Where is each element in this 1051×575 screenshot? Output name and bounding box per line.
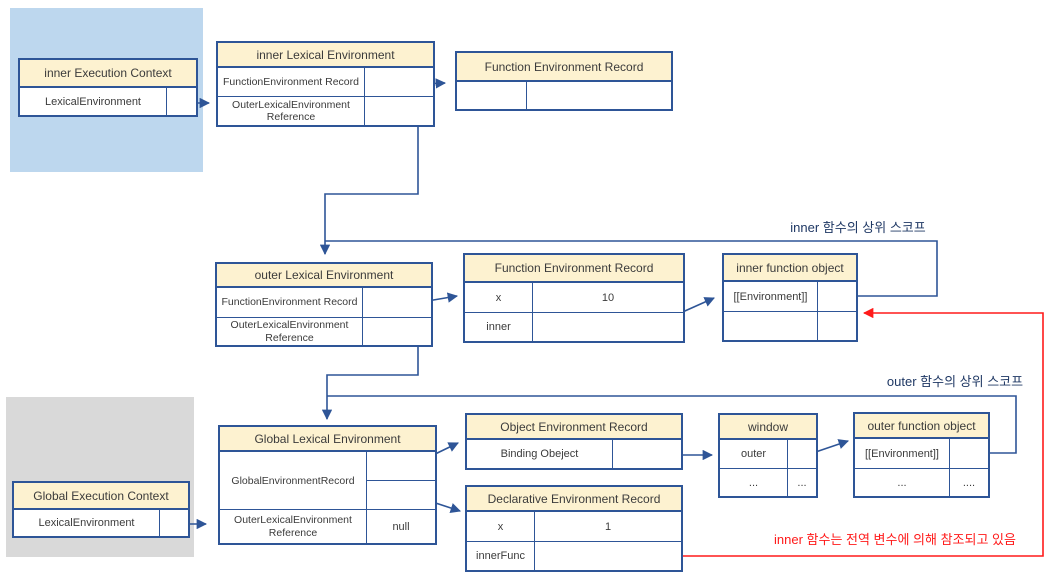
value-ellipsis: .... — [962, 476, 976, 489]
arrow-ile-outerref-to-ole — [319, 111, 419, 256]
value-ellipsis: ... — [797, 476, 807, 489]
table-title: Function Environment Record — [457, 53, 671, 82]
table-title: window — [720, 415, 816, 440]
table-title: outer Lexical Environment — [217, 264, 431, 288]
value-cell — [527, 82, 671, 109]
window-object-table: window outer ... ... — [718, 413, 818, 498]
outer-lexical-environment-table: outer Lexical Environment FunctionEnviro… — [215, 262, 433, 347]
table-title: Object Environment Record — [467, 415, 681, 440]
value-cell-declarative-record — [367, 481, 435, 509]
function-environment-record-inner-table: Function Environment Record — [455, 51, 673, 111]
value-null: null — [392, 520, 410, 533]
arrow-ole-outerref-to-gle — [321, 336, 419, 421]
field-x: x — [467, 512, 535, 541]
table-title: Global Lexical Environment — [220, 427, 435, 452]
declarative-environment-record-table: Declarative Environment Record x 1 inner… — [465, 485, 683, 572]
value-cell — [613, 440, 681, 468]
value-cell — [160, 510, 188, 536]
global-execution-context-table: Global Execution Context LexicalEnvironm… — [12, 481, 190, 538]
global-lexical-environment-table: Global Lexical Environment GlobalEnviron… — [218, 425, 437, 545]
field-outerlexicalenvironmentreference: OuterLexicalEnvironment Reference — [217, 318, 363, 345]
value-cell — [167, 88, 196, 115]
value-cell — [363, 288, 431, 317]
field-innerfunc: innerFunc — [467, 542, 535, 570]
table-title: Declarative Environment Record — [467, 487, 681, 512]
table-title: inner Lexical Environment — [218, 43, 433, 68]
inner-lexical-environment-table: inner Lexical Environment FunctionEnviro… — [216, 41, 435, 127]
value-cell — [365, 97, 433, 125]
value-x: 10 — [601, 291, 615, 304]
inner-function-object-table: inner function object [[Environment]] — [722, 253, 858, 342]
value-cell — [818, 312, 856, 340]
inner-scope-annotation: inner 함수의 상위 스코프 — [790, 220, 926, 235]
field-globalenvironmentrecord: GlobalEnvironmentRecord — [220, 452, 367, 509]
inner-execution-context-table: inner Execution Context LexicalEnvironme… — [18, 58, 198, 117]
field-x: x — [465, 283, 533, 312]
value-cell — [365, 68, 433, 96]
value-x: 1 — [604, 520, 612, 533]
value-cell-object-record — [367, 452, 435, 481]
field-outerlexicalenvironmentreference: OuterLexicalEnvironment Reference — [218, 97, 365, 125]
object-environment-record-table: Object Environment Record Binding Obejec… — [465, 413, 683, 470]
table-title: inner Execution Context — [20, 60, 196, 88]
field-ellipsis: ... — [720, 469, 788, 496]
field-environment-slot: [[Environment]] — [724, 282, 818, 311]
table-title: inner function object — [724, 255, 856, 282]
field-functionenvironmentrecord: FunctionEnvironment Record — [218, 68, 365, 96]
value-cell — [363, 318, 431, 345]
field-ellipsis: ... — [855, 469, 950, 496]
field-inner: inner — [465, 313, 533, 341]
field-empty — [457, 82, 527, 109]
value-inner — [533, 313, 683, 341]
value-cell — [788, 440, 816, 468]
value-innerfunc — [535, 542, 681, 570]
field-environment-slot: [[Environment]] — [855, 439, 950, 468]
field-empty — [724, 312, 818, 340]
outer-function-object-table: outer function object [[Environment]] ..… — [853, 412, 990, 498]
table-title: outer function object — [855, 414, 988, 439]
field-binding-object: Binding Obeject — [467, 440, 613, 468]
field-functionenvironmentrecord: FunctionEnvironment Record — [217, 288, 363, 317]
function-environment-record-outer-table: Function Environment Record x 10 inner — [463, 253, 685, 343]
field-outerlexicalenvironmentreference: OuterLexicalEnvironment Reference — [220, 510, 367, 543]
field-outer: outer — [720, 440, 788, 468]
value-cell — [818, 282, 856, 311]
table-title: Global Execution Context — [14, 483, 188, 510]
field-lexicalenvironment: LexicalEnvironment — [14, 510, 160, 536]
table-title: Function Environment Record — [465, 255, 683, 283]
outer-scope-annotation: outer 함수의 상위 스코프 — [886, 374, 1024, 389]
red-note-annotation: inner 함수는 전역 변수에 의해 참조되고 있음 — [774, 532, 1016, 547]
field-lexicalenvironment: LexicalEnvironment — [20, 88, 167, 115]
value-cell — [950, 439, 988, 468]
